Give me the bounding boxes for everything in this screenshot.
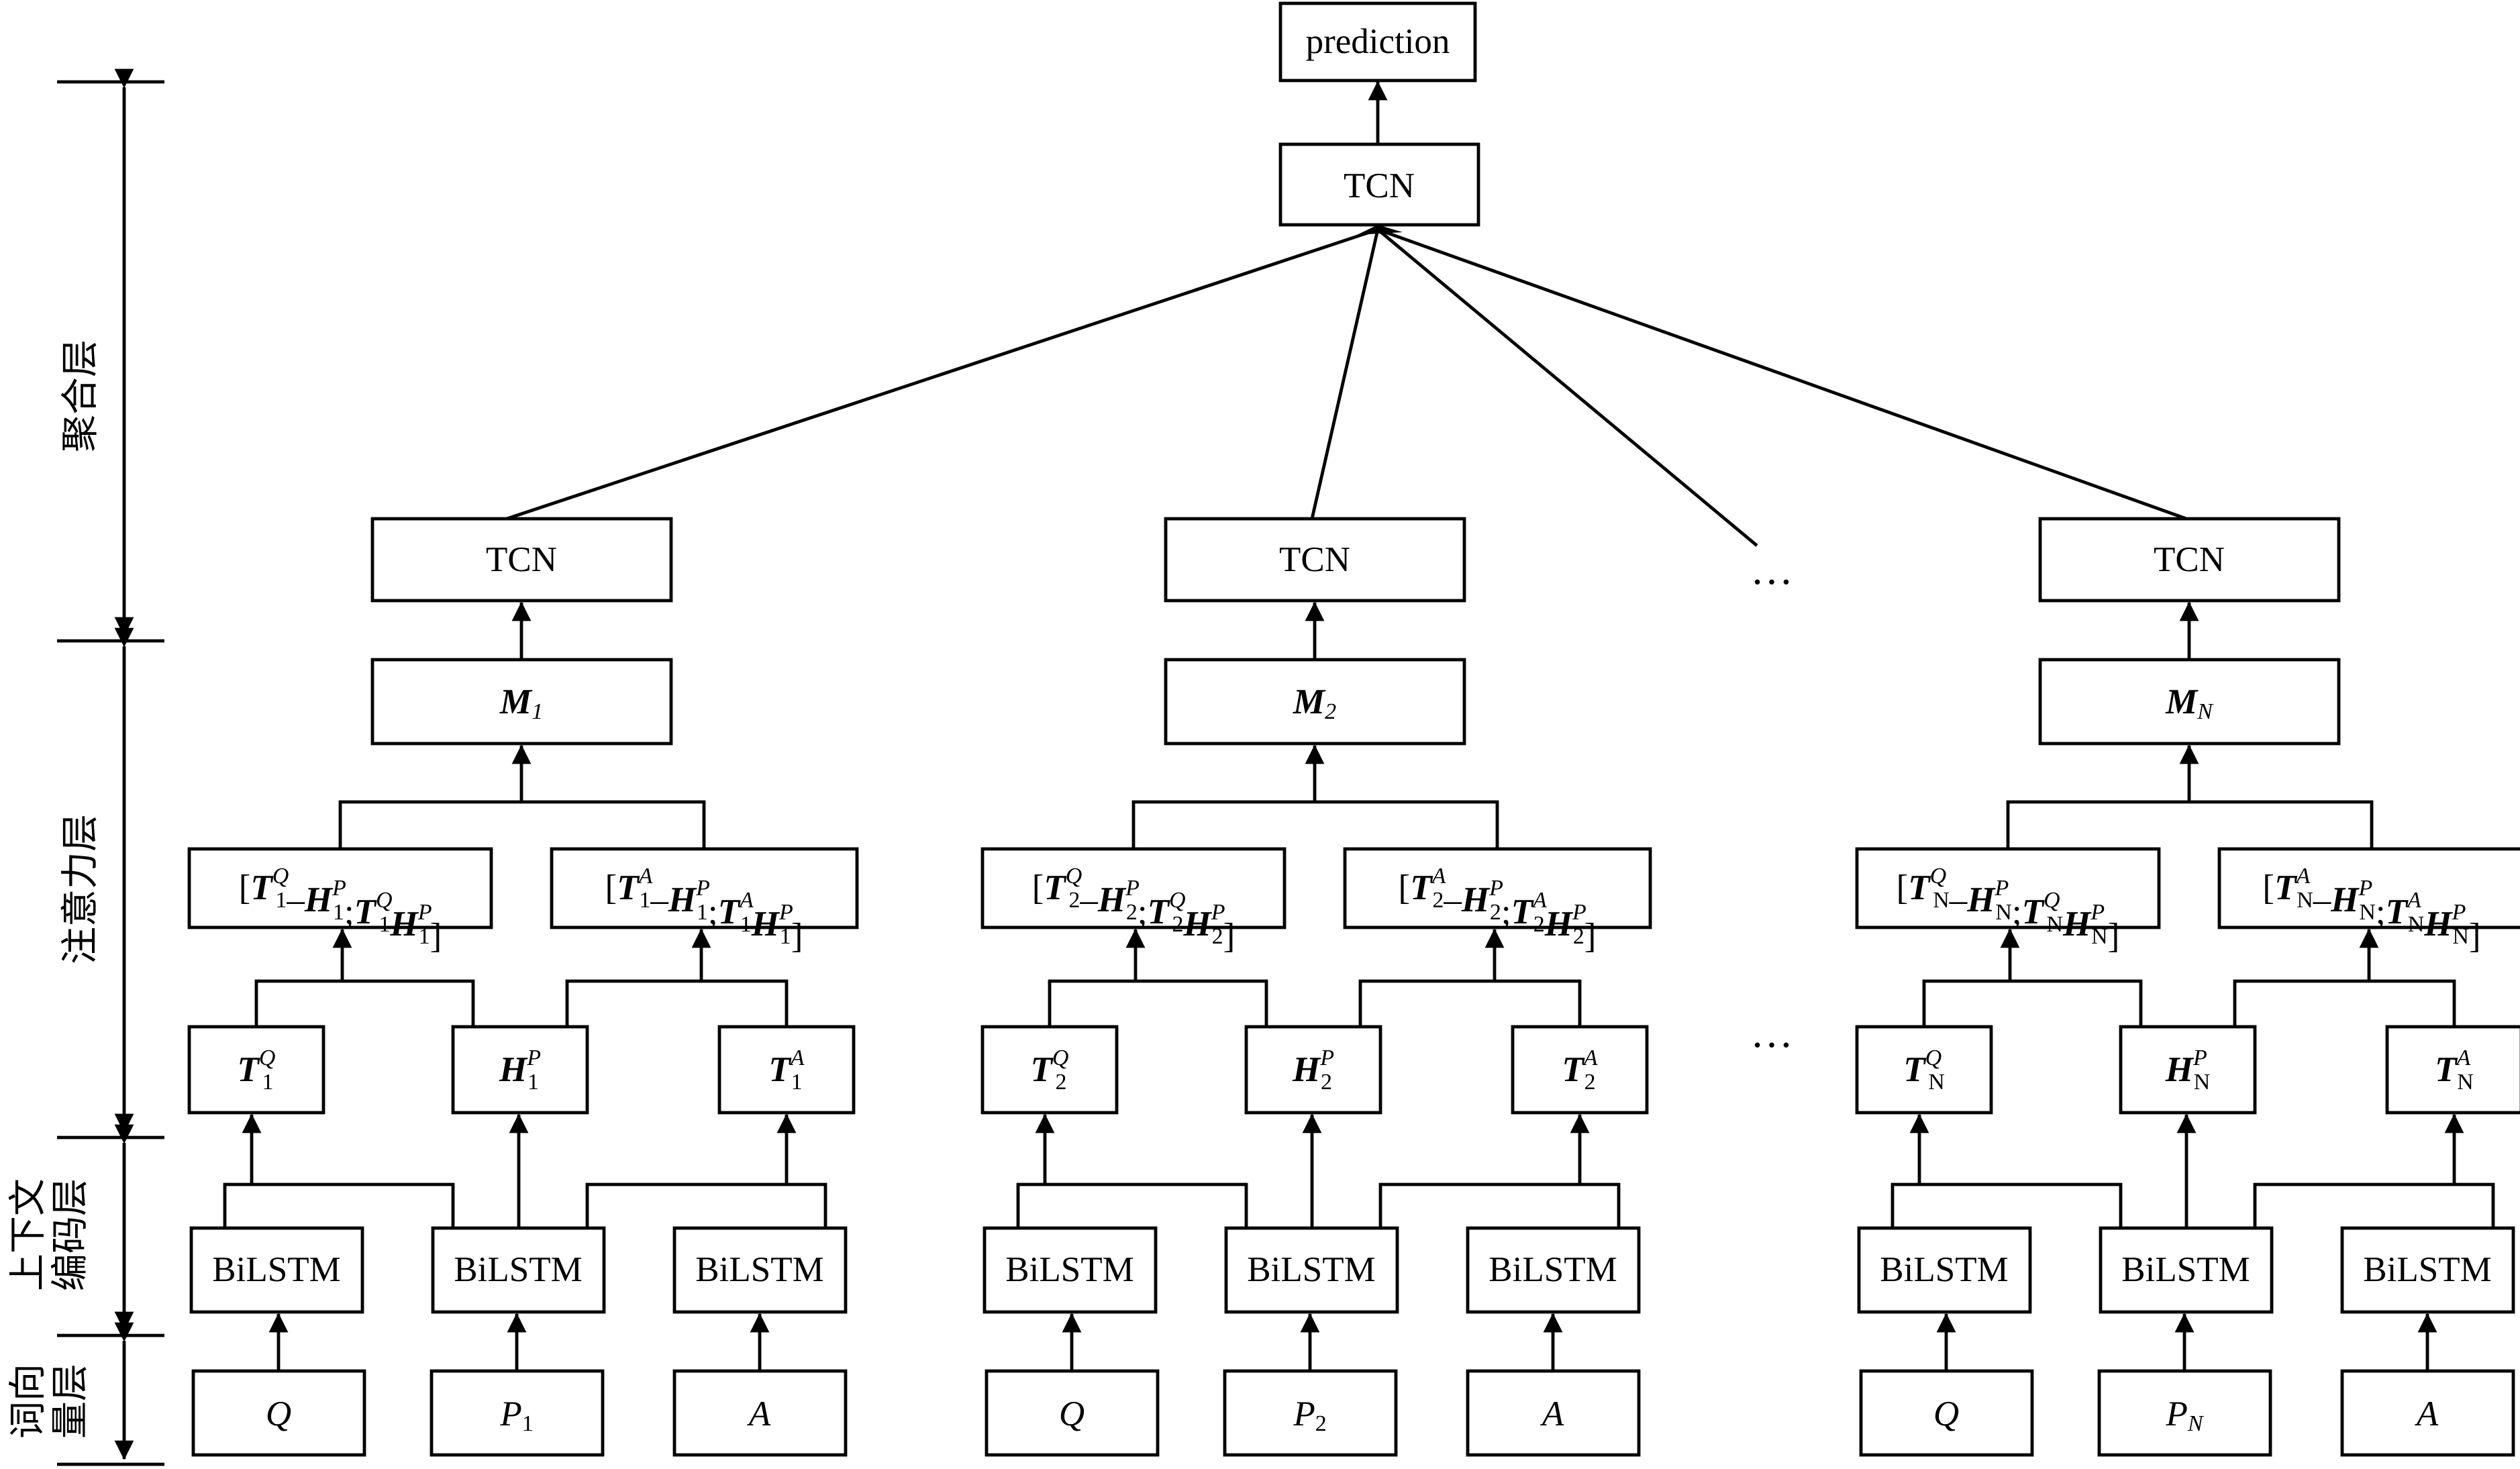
layer-label-attention: 注意力层 [59, 814, 103, 964]
top-tcn-node: TCN [1278, 142, 1480, 227]
bilstm-label-3: BiLSTM [695, 1250, 823, 1289]
input-label-1: Q [1933, 1395, 1959, 1433]
layer-label-context-2: 编码层 [49, 1178, 93, 1291]
bilstm-box-2 [431, 1226, 606, 1314]
tq-box [1855, 1025, 1993, 1115]
bilstm-label-1: BiLSTM [1880, 1250, 2008, 1289]
ellipsis-upper: … [1750, 546, 1793, 593]
concat-a-box [1343, 847, 1652, 929]
tq-box [980, 1025, 1119, 1115]
bilstm-box-3 [672, 1226, 848, 1314]
concat-q-box [980, 847, 1287, 929]
arrow-colN-to-top-tcn [1377, 227, 2187, 521]
input-label-3: A [1540, 1395, 1564, 1433]
bilstm-label-1: BiLSTM [212, 1250, 340, 1289]
bilstm-box-1 [1857, 1226, 2032, 1314]
hp-box [451, 1025, 589, 1115]
bilstm-box-3 [1466, 1226, 1641, 1314]
input-label-3: A [747, 1395, 771, 1433]
ellipsis-lower: … [1750, 1009, 1793, 1056]
column-tcn-box [1164, 517, 1466, 603]
concat-a-box [550, 847, 859, 929]
column-m-box [2038, 658, 2341, 746]
concat-q-box [1855, 847, 2161, 929]
bilstm-box-2 [2099, 1226, 2274, 1314]
input-box-3 [2340, 1369, 2515, 1457]
prediction-node: prediction [1278, 1, 1477, 83]
input-label-1: Q [266, 1395, 291, 1433]
column-tcn-box [2038, 517, 2341, 603]
bilstm-label-3: BiLSTM [1489, 1250, 1617, 1289]
input-label-2: P2 [1293, 1395, 1326, 1436]
column-m-label: M1 [499, 682, 543, 724]
bilstm-label-2: BiLSTM [1247, 1250, 1375, 1289]
bilstm-label-1: BiLSTM [1005, 1250, 1133, 1289]
column-m-box [370, 658, 673, 746]
layer-label-word-2: 量层 [49, 1364, 93, 1439]
column-m-label: M2 [1293, 682, 1336, 724]
input-box-2 [1223, 1369, 1398, 1457]
ta-box [2385, 1025, 2520, 1115]
column-tcn-label: TCN [1279, 540, 1350, 579]
layer-label-context-1: 上下文 [7, 1178, 50, 1291]
arrow-col1-to-top-tcn [506, 227, 1378, 521]
bilstm-box-2 [1224, 1226, 1399, 1314]
input-label-3: A [2415, 1395, 2439, 1433]
input-label-2: PN [2165, 1395, 2204, 1436]
input-label-2: P1 [499, 1395, 533, 1436]
merged-arrowhead [1357, 225, 1403, 235]
aggregation-arrows [506, 225, 2187, 547]
input-box-2 [2097, 1369, 2272, 1457]
column-tcn-box [370, 517, 673, 603]
layer-scale: 聚合层 注意力层 上下文 编码层 词向 量层 [7, 68, 164, 1466]
arrow-col2-to-top-tcn [1310, 229, 1380, 519]
hp-box [2119, 1025, 2257, 1115]
prediction-label: prediction [1306, 22, 1450, 61]
input-label-1: Q [1059, 1395, 1085, 1433]
column-tcn-label: TCN [486, 540, 557, 579]
ta-box [1511, 1025, 1649, 1115]
column-tcn-label: TCN [2154, 540, 2225, 579]
ta-box [717, 1025, 856, 1115]
bilstm-label-3: BiLSTM [2363, 1250, 2491, 1289]
layer-label-word-1: 词向 [7, 1364, 50, 1439]
tq-box [187, 1025, 325, 1115]
bilstm-label-2: BiLSTM [454, 1250, 582, 1289]
bilstm-box-1 [982, 1226, 1158, 1314]
bilstm-label-2: BiLSTM [2121, 1250, 2250, 1289]
hp-box [1244, 1025, 1382, 1115]
arrow-ellipsis-to-top-tcn [1376, 228, 1758, 547]
column-m-label: MN [2165, 682, 2214, 724]
bilstm-box-3 [2340, 1226, 2515, 1314]
input-box-1 [985, 1369, 1160, 1457]
bilstm-box-1 [189, 1226, 364, 1314]
input-box-1 [1859, 1369, 2034, 1457]
layer-label-aggregation: 聚合层 [59, 340, 103, 452]
top-tcn-label: TCN [1344, 166, 1415, 205]
